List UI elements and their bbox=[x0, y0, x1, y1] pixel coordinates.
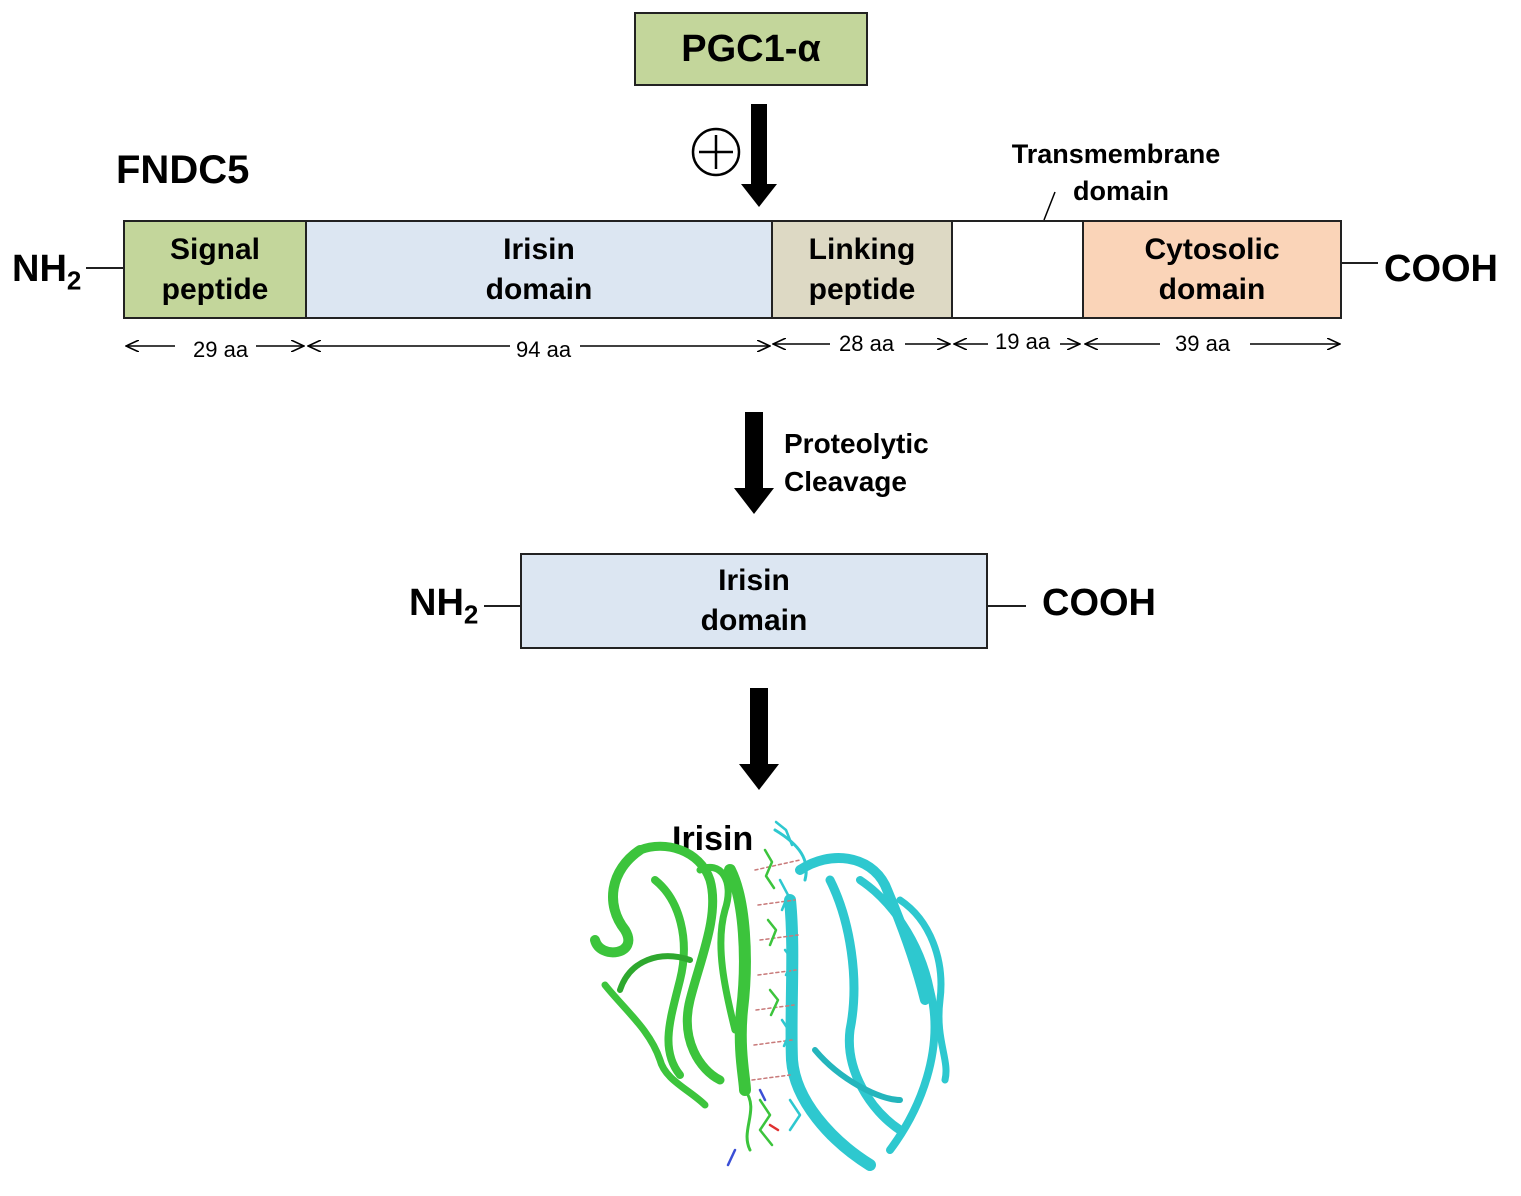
structure-arrow-icon bbox=[739, 688, 779, 790]
domain-transmembrane bbox=[951, 220, 1084, 319]
pgc1-alpha-box: PGC1-α bbox=[634, 12, 868, 86]
length-label-signal: 29 aa bbox=[190, 338, 252, 362]
irisin-n-terminus-text: NH bbox=[409, 582, 464, 624]
irisin-n-terminus-label: NH2 bbox=[409, 582, 478, 631]
irisin-c-terminus-label: COOH bbox=[1042, 582, 1156, 624]
chain-b-ribbon bbox=[773, 828, 950, 1171]
domain-label-line1: Signal bbox=[169, 232, 260, 266]
transmembrane-label-line1: Transmembrane bbox=[1011, 139, 1221, 169]
irisin-n-terminus-subscript: 2 bbox=[463, 599, 479, 630]
domain-signal-peptide: Signal peptide bbox=[123, 220, 307, 319]
pgc1-alpha-label: PGC1-α bbox=[681, 28, 821, 70]
domain-label-line1: Cytosolic bbox=[1144, 232, 1280, 266]
domain-cytosolic: Cytosolic domain bbox=[1082, 220, 1342, 319]
fndc5-title: FNDC5 bbox=[116, 148, 250, 192]
domain-irisin: Irisin domain bbox=[305, 220, 773, 319]
interface-side-chains bbox=[726, 820, 802, 1167]
cleavage-label-line2: Cleavage bbox=[784, 466, 907, 497]
cleavage-arrow-icon bbox=[734, 412, 774, 514]
transmembrane-label-line2: domain bbox=[1072, 176, 1169, 206]
length-arrows bbox=[126, 344, 1340, 346]
domain-label-line2: peptide bbox=[808, 272, 916, 306]
domain-label-line1: Irisin bbox=[503, 232, 575, 266]
domain-label-line2: peptide bbox=[161, 272, 269, 306]
n-terminus-label: NH2 bbox=[12, 248, 81, 297]
domain-label-line1: Linking bbox=[808, 232, 916, 266]
length-label-cytosolic: 39 aa bbox=[1172, 332, 1234, 356]
cleavage-label: Proteolytic Cleavage bbox=[784, 425, 929, 501]
n-terminus-subscript: 2 bbox=[66, 265, 82, 296]
transmembrane-pointer-line bbox=[1043, 191, 1056, 221]
length-label-irisin: 94 aa bbox=[513, 338, 575, 362]
irisin-box-line1: Irisin bbox=[718, 564, 790, 597]
domain-label-line2: domain bbox=[1158, 272, 1266, 306]
irisin-box-line2: domain bbox=[700, 604, 808, 637]
irisin-structure-image bbox=[590, 820, 950, 1171]
cleavage-label-line1: Proteolytic bbox=[784, 428, 929, 459]
c-terminus-label: COOH bbox=[1384, 248, 1498, 290]
pgc1-to-fndc5-arrow-icon bbox=[741, 104, 777, 207]
domain-linking-peptide: Linking peptide bbox=[771, 220, 953, 319]
domain-label-line2: domain bbox=[485, 272, 593, 306]
length-label-linking: 28 aa bbox=[836, 332, 898, 356]
plus-circle-icon bbox=[691, 127, 741, 177]
transmembrane-label: Transmembrane domain bbox=[990, 136, 1242, 210]
cleaved-irisin-domain: Irisin domain bbox=[520, 553, 988, 649]
length-label-transmembrane: 19 aa bbox=[992, 330, 1054, 354]
chain-a-ribbon bbox=[590, 841, 753, 1152]
n-terminus-text: NH bbox=[12, 248, 67, 290]
